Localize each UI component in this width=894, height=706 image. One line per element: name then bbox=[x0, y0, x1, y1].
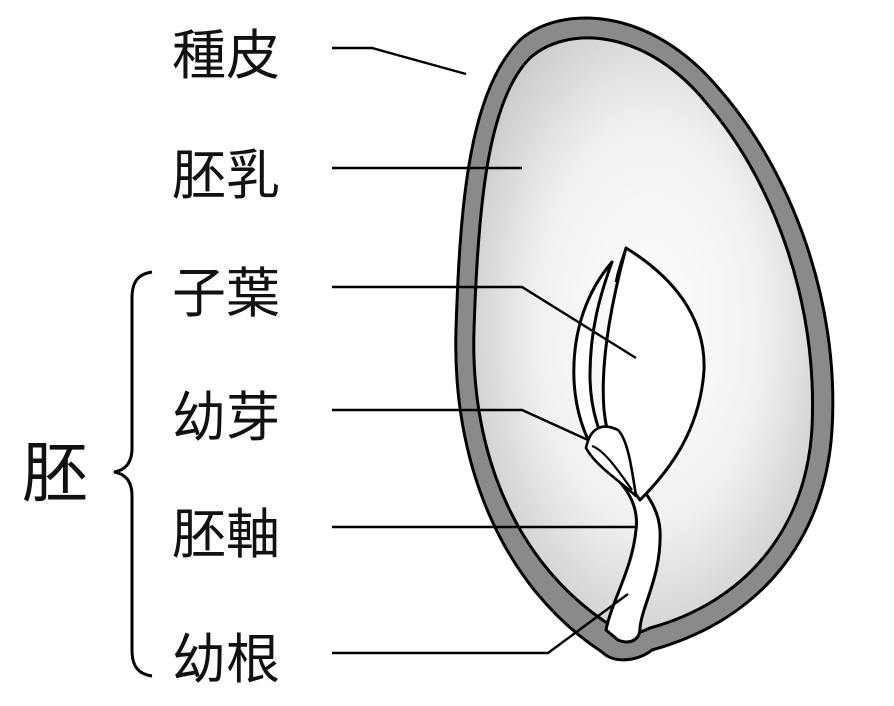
cotyledon-front-shape bbox=[601, 246, 706, 502]
label-endosperm: 胚乳 bbox=[172, 144, 280, 207]
cotyledon-fold-line bbox=[614, 247, 628, 283]
leader-seed-coat bbox=[332, 46, 467, 76]
leader-plumule bbox=[332, 408, 589, 442]
label-cotyledon: 子葉 bbox=[172, 262, 280, 325]
leader-radicle bbox=[332, 593, 629, 655]
label-radicle: 幼根 bbox=[172, 628, 280, 691]
embryo-brace bbox=[113, 270, 153, 678]
label-hypocotyl: 胚軸 bbox=[172, 503, 280, 566]
plumule-inner-line bbox=[591, 444, 633, 491]
label-seed-coat: 種皮 bbox=[172, 24, 280, 87]
label-embryo: 胚 bbox=[22, 435, 88, 512]
label-plumule: 幼芽 bbox=[172, 386, 280, 449]
leader-cotyledon bbox=[332, 285, 637, 360]
